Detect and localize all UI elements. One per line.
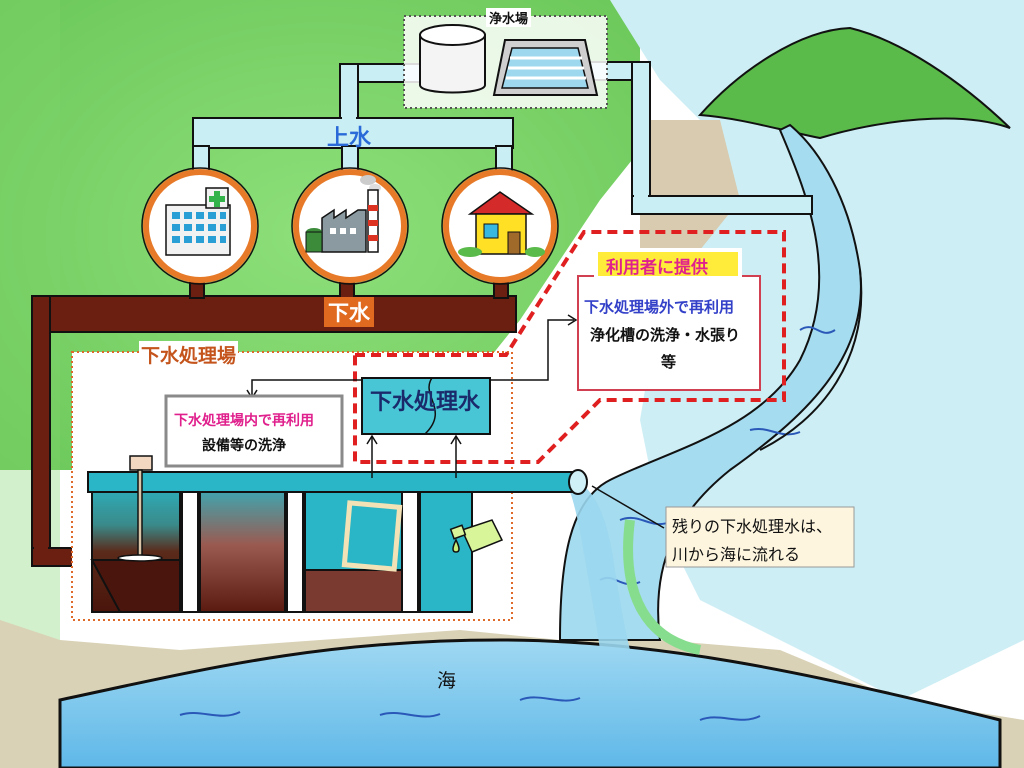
remaining-note-box — [665, 506, 855, 568]
remaining-note-line1: 残りの下水処理水は、 — [672, 517, 833, 536]
shoreline-green — [623, 519, 702, 655]
sea-wave-1 — [179, 711, 241, 717]
sea-label: 海 — [437, 670, 457, 692]
hospital-icon — [165, 187, 231, 256]
stirrer-icon — [117, 455, 163, 562]
sea — [58, 638, 1002, 768]
grass-field-left — [0, 0, 60, 768]
arrow-to-remaining-note — [591, 485, 665, 529]
inside-reuse-box — [164, 394, 344, 468]
factory-icon — [305, 175, 381, 253]
treatment-plant-label: 下水処理場 — [139, 341, 239, 368]
purification-plant-label: 浄水場 — [486, 8, 532, 27]
chemical-bottle-icon — [449, 519, 504, 553]
inside-reuse-body: 設備等の洗浄 — [202, 438, 286, 454]
house-icon — [458, 191, 545, 257]
river-wave-3 — [799, 326, 836, 334]
water-tank-icon — [419, 24, 486, 94]
filter-frame — [341, 500, 403, 572]
river-wave-1 — [749, 427, 801, 436]
remaining-note-line2: 川から海に流れる — [672, 545, 801, 564]
inside-reuse-title: 下水処理場内で再利用 — [174, 413, 314, 429]
provide-to-users-label: 利用者に提供 — [606, 258, 708, 278]
arrow-to-inside-reuse — [251, 379, 362, 396]
sea-wave-2 — [379, 711, 441, 718]
treated-water-label: 下水処理水 — [370, 390, 481, 415]
outside-reuse-title: 下水処理場外で再利用 — [584, 298, 735, 316]
treatment-tanks — [87, 471, 577, 613]
outside-reuse-body: 浄化槽の洗浄・水張り — [590, 326, 741, 344]
outside-reuse-box — [577, 275, 761, 391]
river-wave-2 — [619, 517, 671, 525]
outflow-water — [570, 487, 630, 650]
river-outline — [759, 269, 863, 451]
water-supply-label: 上水 — [327, 126, 372, 151]
flow-arrows — [246, 314, 665, 529]
outside-reuse-etc: 等 — [661, 353, 677, 371]
sewage-label: 下水 — [324, 297, 374, 327]
sea-wave-3 — [519, 696, 581, 702]
sea-wave-4 — [699, 715, 761, 721]
provide-label-bg — [594, 248, 742, 280]
filter-basin-icon — [492, 39, 599, 96]
arrow-to-outside-reuse — [490, 319, 574, 381]
treated-water-box — [361, 377, 491, 435]
outflow-pipe-end — [568, 469, 588, 495]
provide-boundary — [353, 230, 786, 464]
